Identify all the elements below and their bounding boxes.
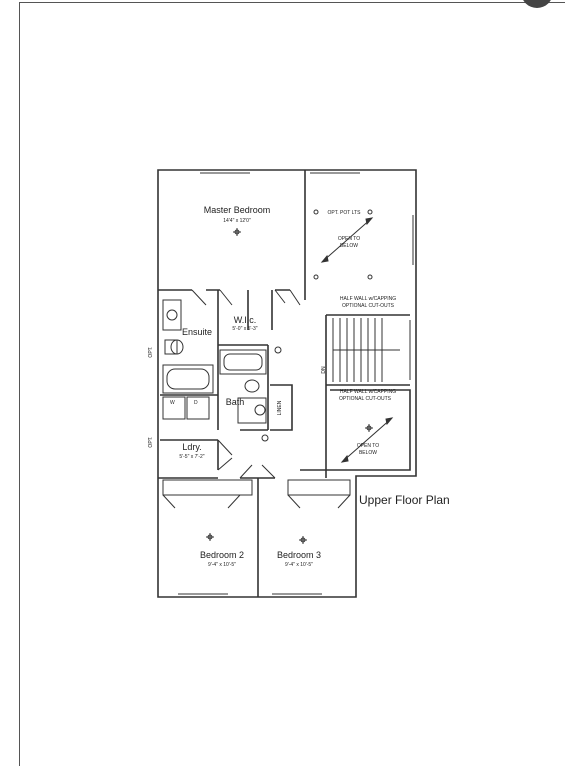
open-to-below-note: OPEN TO <box>357 443 379 449</box>
window <box>178 593 322 598</box>
washer-label: W <box>170 400 175 406</box>
exterior-wall <box>157 169 417 598</box>
ensuite-vanity <box>162 299 182 331</box>
open-to-below-note: BELOW <box>359 450 377 456</box>
washer <box>162 396 186 420</box>
wic-dims: 5'-0" x 5'-3" <box>232 326 257 332</box>
bedroom2-closet <box>162 479 253 496</box>
door-swing <box>191 289 301 306</box>
master-bedroom-dims: 14'4" x 12'0" <box>223 218 251 224</box>
bedroom3-closet <box>287 479 351 496</box>
bath-toilet <box>244 379 260 393</box>
stairs-down-label: DN <box>321 366 327 374</box>
stair-half-wall <box>325 314 410 470</box>
bath-vanity <box>237 397 267 424</box>
ensuite-sink <box>166 309 178 321</box>
window <box>200 169 360 174</box>
half-wall-note: OPTIONAL CUT-OUTS <box>339 396 392 402</box>
opt-pot-lights-note: OPT. POT LTS <box>328 210 362 216</box>
page-frame <box>19 2 565 766</box>
laundry-dims: 5'-5" x 7'-2" <box>179 454 204 460</box>
corner-badge <box>521 0 553 8</box>
bedroom-wall <box>158 469 330 597</box>
half-wall-note: HALF WALL w/CAPPING <box>340 389 396 395</box>
open-to-below-note: BELOW <box>340 243 358 249</box>
plan-title: Upper Floor Plan <box>359 493 450 507</box>
dryer <box>186 396 210 420</box>
laundry-wall <box>160 439 219 470</box>
ceiling-light-icon <box>206 209 373 544</box>
ensuite-tub <box>162 364 214 394</box>
open-to-below-note: OPEN TO <box>338 236 360 242</box>
master-bedroom-wall <box>158 170 306 300</box>
open-below-arrow <box>321 217 393 463</box>
master-bedroom-name: Master Bedroom <box>204 205 271 215</box>
ensuite-wall <box>160 290 273 396</box>
bath-name: Bath <box>226 397 245 407</box>
half-wall-note: HALF WALL w/CAPPING <box>340 296 396 302</box>
linen-name: LINEN <box>277 400 283 415</box>
laundry-name: Ldry. <box>182 442 201 452</box>
wic-name: W.I.c. <box>234 315 257 325</box>
bath-wall <box>217 344 269 431</box>
door-swing <box>162 494 351 509</box>
optional-note: OPT. <box>148 436 154 447</box>
half-wall-note: OPTIONAL CUT-OUTS <box>342 303 395 309</box>
dryer-label: D <box>194 400 198 406</box>
bedroom2-name: Bedroom 2 <box>200 550 244 560</box>
ensuite-toilet <box>164 339 178 355</box>
ensuite-name: Ensuite <box>182 327 212 337</box>
bedroom3-name: Bedroom 3 <box>277 550 321 560</box>
door-swing <box>217 439 276 479</box>
staircase <box>332 318 400 382</box>
bedroom2-dims: 9'-4" x 10'-5" <box>208 562 236 568</box>
optional-note: OPT. <box>148 346 154 357</box>
bedroom3-dims: 9'-4" x 10'-5" <box>285 562 313 568</box>
linen-closet <box>270 384 293 431</box>
bath-tub <box>219 349 267 375</box>
open-below-lower <box>330 389 411 471</box>
window <box>412 215 417 265</box>
